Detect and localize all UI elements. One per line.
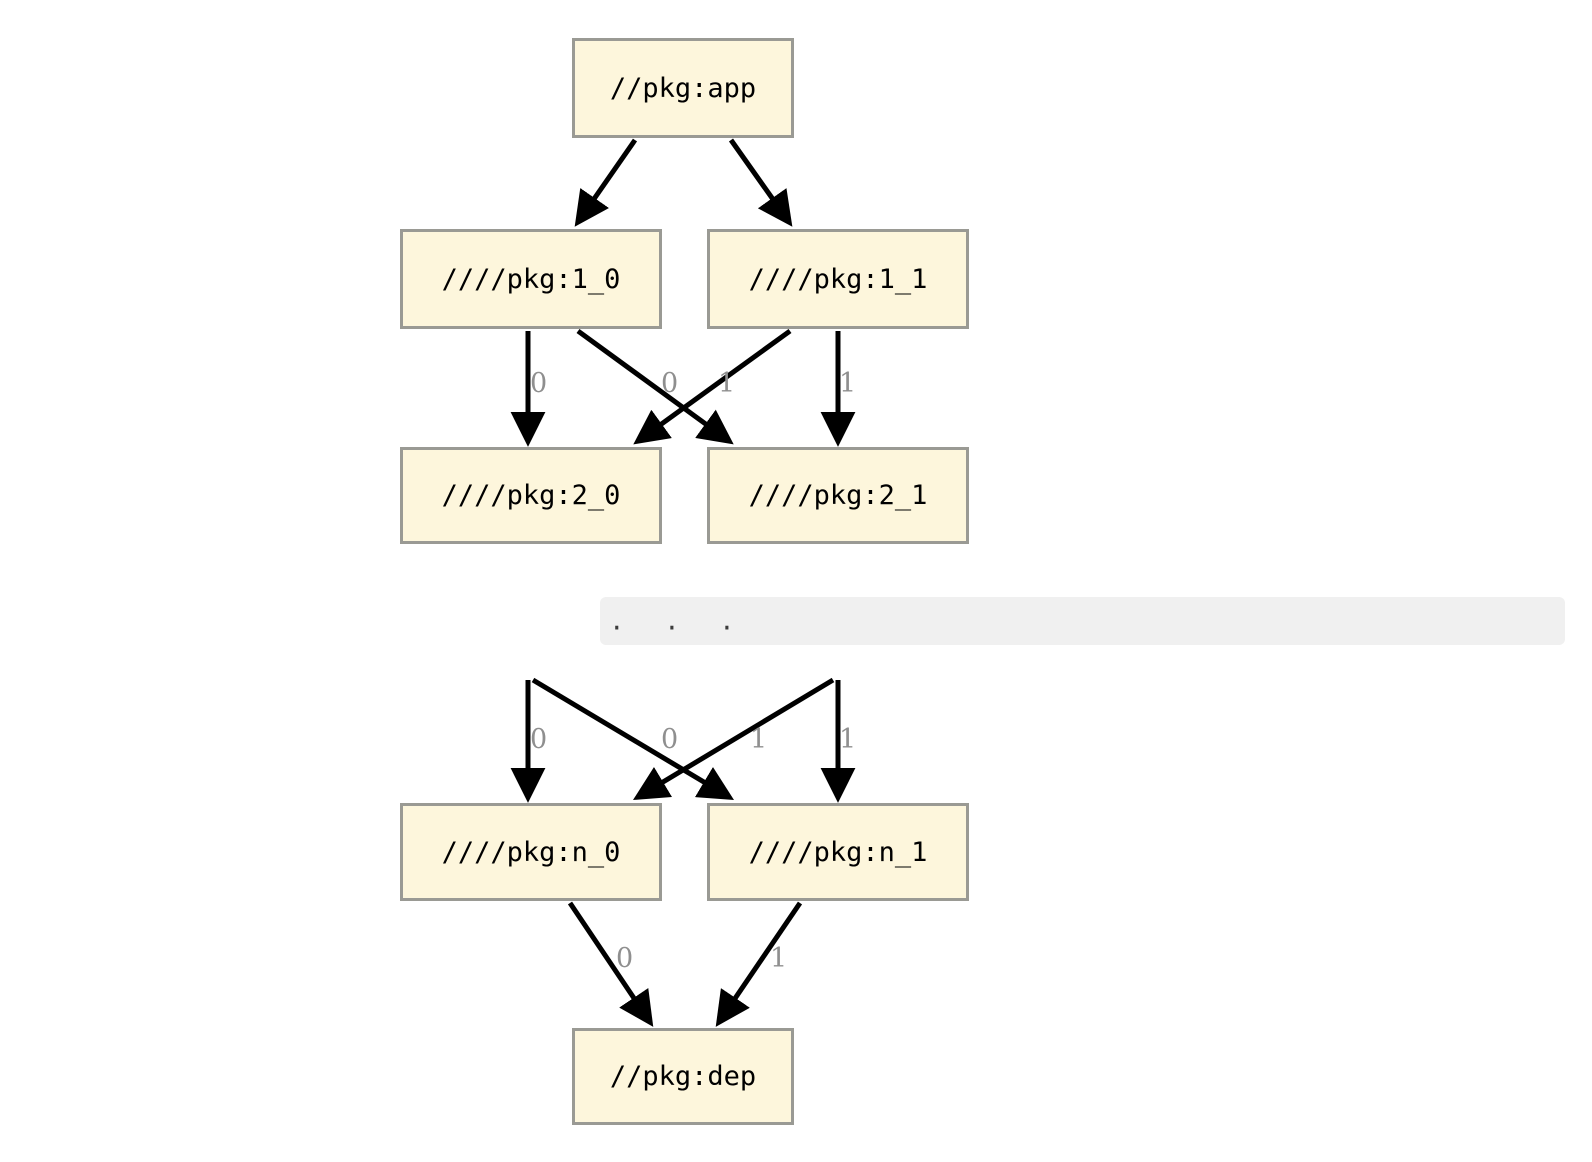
node-pkg-2-0[interactable]: ////pkg:2_0 <box>400 447 662 544</box>
node-pkg-2-1[interactable]: ////pkg:2_1 <box>707 447 969 544</box>
edge-label-cut-n_1: 0 <box>661 724 679 755</box>
edge-1_0-to-2_1 <box>576 328 734 445</box>
node-label: ////pkg:1_1 <box>748 263 928 295</box>
node-pkg-n-0[interactable]: ////pkg:n_0 <box>400 803 662 901</box>
node-label: ////pkg:n_0 <box>441 836 621 868</box>
node-pkg-dep[interactable]: //pkg:dep <box>572 1028 794 1125</box>
edge-cut-to-n_1 <box>531 677 735 800</box>
edge-label-n_0-dep: 0 <box>616 943 634 974</box>
ellipsis-band: · · · <box>600 597 1565 645</box>
node-label: ////pkg:2_0 <box>441 480 621 511</box>
edge-label-1_1-2_0: 1 <box>718 368 736 399</box>
edge-app-to-1_1 <box>728 138 793 227</box>
node-label: ////pkg:2_1 <box>748 480 928 511</box>
node-label: ////pkg:1_0 <box>441 263 621 295</box>
edge-label-cut2-n_0: 1 <box>750 724 768 755</box>
node-label: //pkg:dep <box>609 1061 757 1092</box>
edge-label-cut-n_0: 0 <box>530 724 548 755</box>
ellipsis-dots: · · · <box>612 611 750 646</box>
node-label: //pkg:app <box>609 72 757 104</box>
edge-label-1_0-2_1: 0 <box>661 368 679 399</box>
edge-1_1-to-2_0 <box>633 328 792 445</box>
edge-n_0-to-dep <box>567 901 654 1027</box>
node-label: ////pkg:n_1 <box>748 836 928 868</box>
edge-label-1_1-2_1: 1 <box>839 368 857 399</box>
node-pkg-1-0[interactable]: ////pkg:1_0 <box>400 229 662 329</box>
edge-label-n_1-dep: 1 <box>770 943 788 974</box>
node-pkg-app[interactable]: //pkg:app <box>572 38 794 138</box>
node-pkg-n-1[interactable]: ////pkg:n_1 <box>707 803 969 901</box>
edge-label-1_0-2_0: 0 <box>530 368 548 399</box>
edge-app-to-1_0 <box>574 138 638 227</box>
edge-cut2-to-n_0 <box>632 677 835 801</box>
edge-n_1-to-dep <box>715 901 803 1027</box>
node-pkg-1-1[interactable]: ////pkg:1_1 <box>707 229 969 329</box>
edge-label-cut2-n_1: 1 <box>839 724 857 755</box>
